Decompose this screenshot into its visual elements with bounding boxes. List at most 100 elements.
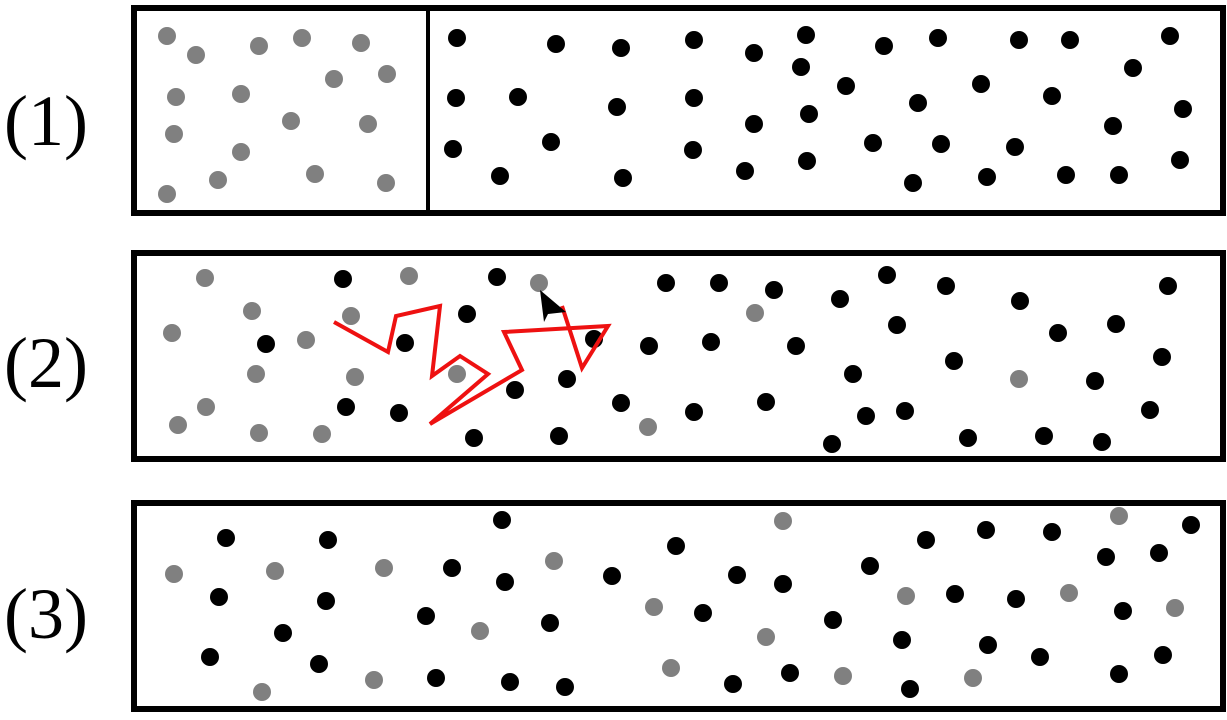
black-particle (1174, 100, 1192, 118)
black-particle (488, 268, 506, 286)
gray-particle (293, 29, 311, 47)
black-particle (217, 529, 235, 547)
black-particle (1110, 665, 1128, 683)
gray-particle (378, 65, 396, 83)
gray-particle (158, 27, 176, 45)
black-particle (1141, 401, 1159, 419)
black-particle (685, 31, 703, 49)
black-particle (603, 567, 621, 585)
gray-particle (834, 667, 852, 685)
black-particle (541, 614, 559, 632)
black-particle (1150, 544, 1168, 562)
gray-particle (297, 331, 315, 349)
black-particle (1104, 117, 1122, 135)
black-particle (640, 337, 658, 355)
gray-particle (1060, 584, 1078, 602)
gray-particle (774, 512, 792, 530)
black-particle (937, 277, 955, 295)
black-particle (694, 604, 712, 622)
black-particle (831, 290, 849, 308)
black-particle (878, 266, 896, 284)
gray-particle (352, 34, 370, 52)
black-particle (893, 631, 911, 649)
black-particle (1035, 427, 1053, 445)
black-particle (757, 393, 775, 411)
black-particle (1159, 277, 1177, 295)
black-particle (945, 352, 963, 370)
black-particle (667, 537, 685, 555)
gray-particle (165, 565, 183, 583)
black-particle (857, 407, 875, 425)
gray-particle (243, 302, 261, 320)
black-particle (614, 169, 632, 187)
black-particle (491, 167, 509, 185)
black-particle (710, 274, 728, 292)
gray-particle (253, 683, 271, 701)
gray-particle (365, 671, 383, 689)
gray-particle (266, 562, 284, 580)
black-particle (317, 592, 335, 610)
gray-particle (163, 324, 181, 342)
black-particle (1154, 646, 1172, 664)
black-particle (837, 77, 855, 95)
gray-particle (232, 85, 250, 103)
gray-particle (757, 628, 775, 646)
black-particle (1010, 31, 1028, 49)
black-particle (493, 511, 511, 529)
black-particle (1011, 292, 1029, 310)
gray-particle (448, 365, 466, 383)
black-particle (496, 573, 514, 591)
gray-particle (209, 171, 227, 189)
gray-particle (375, 559, 393, 577)
gray-particle (187, 46, 205, 64)
black-particle (896, 402, 914, 420)
black-particle (608, 98, 626, 116)
gray-particle (639, 418, 657, 436)
black-particle (1049, 324, 1067, 342)
black-particle (319, 531, 337, 549)
black-particle (797, 26, 815, 44)
black-particle (1057, 166, 1075, 184)
black-particle (1043, 523, 1061, 541)
black-particle (792, 58, 810, 76)
black-particle (972, 75, 990, 93)
black-particle (959, 429, 977, 447)
black-particle (765, 281, 783, 299)
black-particle (864, 134, 882, 152)
black-particle (337, 398, 355, 416)
gray-particle (359, 115, 377, 133)
black-particle (1171, 151, 1189, 169)
black-particle (1043, 87, 1061, 105)
black-particle (1114, 602, 1132, 620)
panel-2-frame (131, 250, 1226, 462)
particles (158, 26, 1200, 701)
black-particle (1086, 372, 1104, 390)
panel-2-label: (2) (4, 323, 88, 403)
gray-particle (346, 368, 364, 386)
gray-particle (167, 88, 185, 106)
black-particle (1124, 59, 1142, 77)
black-particle (1006, 138, 1024, 156)
black-particle (745, 44, 763, 62)
black-particle (724, 675, 742, 693)
black-particle (1093, 433, 1111, 451)
black-particle (542, 133, 560, 151)
black-particle (888, 316, 906, 334)
black-particle (1182, 516, 1200, 534)
black-particle (875, 37, 893, 55)
black-particle (1007, 590, 1025, 608)
panel-3-frame (131, 500, 1226, 712)
black-particle (443, 559, 461, 577)
gray-particle (306, 165, 324, 183)
gray-particle (1110, 507, 1128, 525)
gray-particle (232, 143, 250, 161)
gray-particle (1166, 599, 1184, 617)
black-particle (909, 94, 927, 112)
arrowhead-icon (540, 290, 566, 322)
black-particle (728, 566, 746, 584)
black-particle (465, 429, 483, 447)
black-particle (444, 140, 462, 158)
black-particle (547, 35, 565, 53)
black-particle (448, 29, 466, 47)
gray-particle (897, 587, 915, 605)
